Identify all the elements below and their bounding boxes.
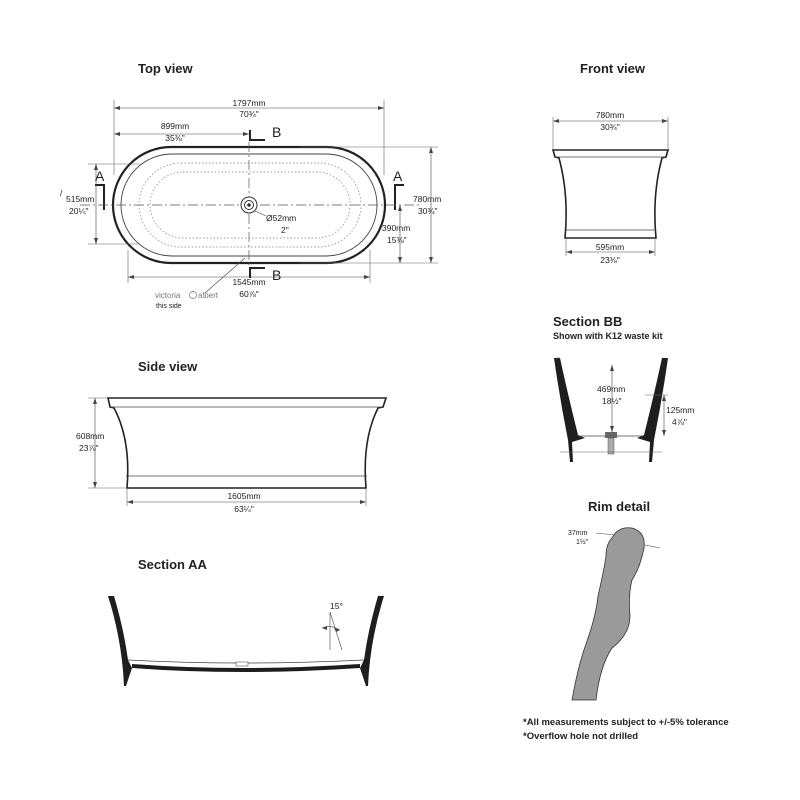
top-view-title: Top view <box>138 61 194 76</box>
brand-right-text: albert <box>198 291 219 300</box>
side-view-body <box>107 397 388 489</box>
section-bb-base-height-in: 4⅞" <box>672 417 687 427</box>
waste-inner-icon <box>244 200 254 210</box>
front-view: Front view 780mm 30¾" 595mm 23⅜" <box>551 61 670 265</box>
section-b-bottom-marker <box>249 267 265 278</box>
section-bb-title: Section BB <box>553 314 622 329</box>
overall-width-mm: 780mm <box>413 194 441 204</box>
base-length-in: 60⅞" <box>239 289 259 299</box>
section-a-left-label: A <box>95 168 105 184</box>
top-view: Top view 1797mm 70¾" 899mm 35⅜" B B A A <box>60 61 441 310</box>
notes: *All measurements subject to +/-5% toler… <box>523 717 729 742</box>
overall-length-mm: 1797mm <box>232 98 265 108</box>
section-a-left-marker <box>95 184 105 210</box>
base-length-mm: 1545mm <box>232 277 265 287</box>
section-b-bottom-label: B <box>272 267 281 283</box>
section-aa-left-wall <box>108 596 132 686</box>
side-view-title: Side view <box>138 359 198 374</box>
front-view-title: Front view <box>580 61 646 76</box>
section-b-top-marker <box>249 130 265 141</box>
section-bb-subtitle: Shown with K12 waste kit <box>553 331 663 341</box>
rim-detail-in: 1½" <box>576 538 589 546</box>
section-bb-base-height-mm: 125mm <box>666 405 694 415</box>
rim-detail-title: Rim detail <box>588 499 650 514</box>
front-top-width-in: 30¾" <box>600 122 620 132</box>
overall-width-in: 30¾" <box>418 206 438 216</box>
front-view-body <box>551 149 670 239</box>
rim-detail: Rim detail 37mm 1½" <box>568 499 661 701</box>
section-aa-title: Section AA <box>138 557 207 572</box>
side-view: Side view 608mm 23⅞" 1605mm 63¼" <box>76 359 388 514</box>
section-bb-depth-in: 18½" <box>602 396 622 406</box>
brand-logo-icon <box>189 291 197 299</box>
side-height-mm: 608mm <box>76 431 104 441</box>
section-bb-right-wall <box>637 358 668 462</box>
section-aa-angle: 15° <box>330 601 343 611</box>
section-a-right-label: A <box>393 168 403 184</box>
overall-length-in: 70¾" <box>239 109 259 119</box>
section-aa: Section AA 15° <box>108 557 384 686</box>
half-length-in: 35⅜" <box>165 133 185 143</box>
section-bb-depth-mm: 469mm <box>597 384 625 394</box>
section-aa-right-wall <box>360 596 384 686</box>
rim-detail-mm: 37mm <box>568 530 588 537</box>
inner-width-in: 20¼" <box>69 206 89 216</box>
waste-diameter-in: 2" <box>281 225 289 235</box>
section-b-top-label: B <box>272 124 281 140</box>
svg-text:/: / <box>60 188 63 198</box>
section-bb-left-wall <box>554 358 585 462</box>
note-tolerance: *All measurements subject to +/-5% toler… <box>523 717 729 728</box>
front-top-width-mm: 780mm <box>596 110 624 120</box>
side-height-in: 23⅞" <box>79 443 99 453</box>
section-bb: Section BB Shown with K12 waste kit 469m… <box>553 314 694 462</box>
rim-profile <box>571 527 645 701</box>
section-a-right-marker <box>394 184 404 210</box>
inner-width-mm: 515mm <box>66 194 94 204</box>
brand-left-text: victoria <box>155 291 181 300</box>
half-width-mm: 390mm <box>382 223 410 233</box>
half-width-in: 15⅜" <box>387 235 407 245</box>
half-length-mm: 899mm <box>161 121 189 131</box>
waste-kit-icon <box>605 432 617 438</box>
waste-diameter-mm: Ø52mm <box>266 213 296 223</box>
brand-note: this side <box>156 303 182 310</box>
side-length-in: 63¼" <box>234 504 254 514</box>
front-base-width-mm: 595mm <box>596 242 624 252</box>
front-base-width-in: 23⅜" <box>600 255 620 265</box>
side-length-mm: 1605mm <box>227 491 260 501</box>
note-overflow: *Overflow hole not drilled <box>523 731 638 742</box>
